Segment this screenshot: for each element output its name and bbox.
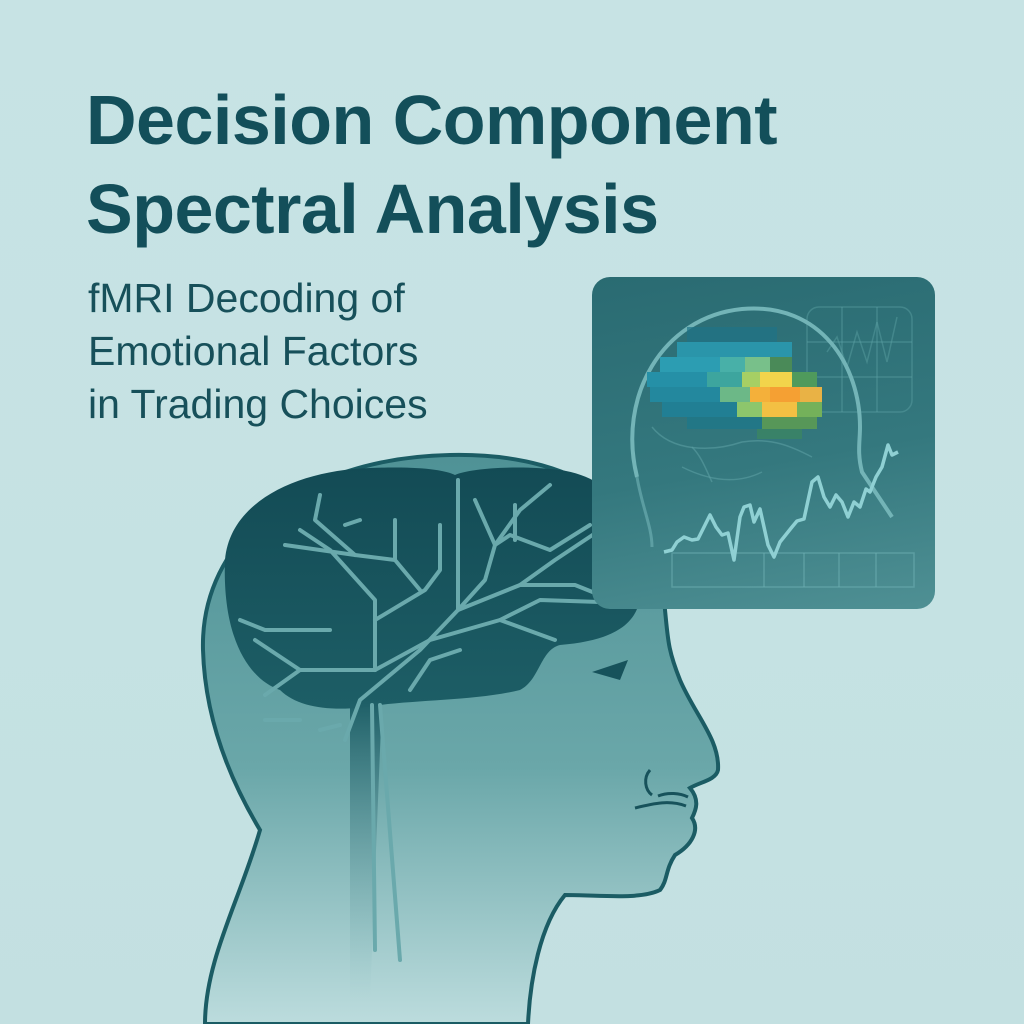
- eye-icon: [592, 660, 628, 680]
- subtitle: fMRI Decoding of Emotional Factors in Tr…: [88, 272, 428, 431]
- subtitle-line-1: fMRI Decoding of: [88, 275, 405, 321]
- title-line-1: Decision Component: [86, 81, 778, 159]
- fmri-inset-panel: [592, 277, 935, 609]
- page-title: Decision Component Spectral Analysis: [86, 76, 778, 254]
- subtitle-line-2: Emotional Factors: [88, 328, 419, 374]
- subtitle-line-3: in Trading Choices: [88, 381, 428, 427]
- fmri-activation-map: [647, 327, 822, 439]
- title-line-2: Spectral Analysis: [86, 170, 659, 248]
- signal-trace: [663, 443, 899, 562]
- neural-branches: [238, 478, 602, 962]
- fmri-heatmap-icon: [630, 306, 915, 588]
- signal-grid: [671, 552, 915, 588]
